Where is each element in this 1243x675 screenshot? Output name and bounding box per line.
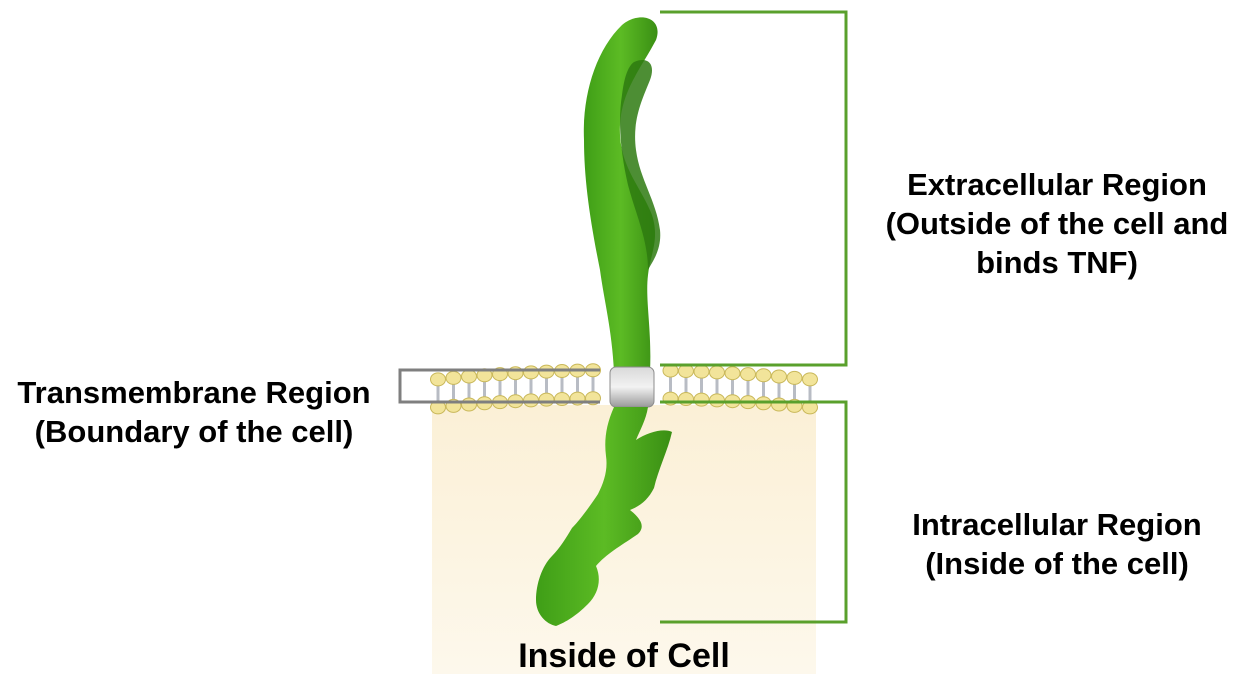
lipid-head-outer	[694, 365, 709, 378]
intracellular-region-label: Intracellular Region (Inside of the cell…	[870, 506, 1243, 584]
lipid-head-inner	[539, 393, 554, 406]
transmembrane-region-label: Transmembrane Region (Boundary of the ce…	[4, 374, 384, 452]
transmembrane-anchor	[610, 367, 654, 407]
lipid-head-inner	[555, 393, 570, 406]
lipid-head-outer	[787, 371, 802, 384]
lipid-head-outer	[725, 367, 740, 380]
extracellular-label-line2: (Outside of the cell and	[870, 205, 1243, 244]
lipid-head-outer	[539, 365, 554, 378]
lipid-head-outer	[772, 370, 787, 383]
lipid-head-inner	[462, 398, 477, 411]
transmembrane-label-line1: Transmembrane Region	[4, 374, 384, 413]
inside-of-cell-label: Inside of Cell	[432, 638, 816, 675]
lipid-head-outer	[803, 373, 818, 386]
lipid-head-inner	[772, 398, 787, 411]
lipid-head-inner	[679, 393, 694, 406]
lipid-head-outer	[446, 371, 461, 384]
lipid-head-outer	[710, 366, 725, 379]
extracellular-bracket	[660, 12, 846, 365]
extracellular-label-line3: binds TNF)	[870, 244, 1243, 283]
intracellular-label-line2: (Inside of the cell)	[870, 545, 1243, 584]
lipid-head-inner	[524, 394, 539, 407]
transmembrane-label-line2: (Boundary of the cell)	[4, 413, 384, 452]
intracellular-label-line1: Intracellular Region	[870, 506, 1243, 545]
lipid-head-outer	[462, 370, 477, 383]
lipid-head-inner	[710, 394, 725, 407]
lipid-head-outer	[524, 366, 539, 379]
lipid-head-outer	[431, 373, 446, 386]
lipid-head-outer	[756, 369, 771, 382]
lipid-head-inner	[694, 393, 709, 406]
lipid-head-outer	[741, 368, 756, 381]
extracellular-label-line1: Extracellular Region	[870, 166, 1243, 205]
extracellular-region-label: Extracellular Region (Outside of the cel…	[870, 166, 1243, 282]
